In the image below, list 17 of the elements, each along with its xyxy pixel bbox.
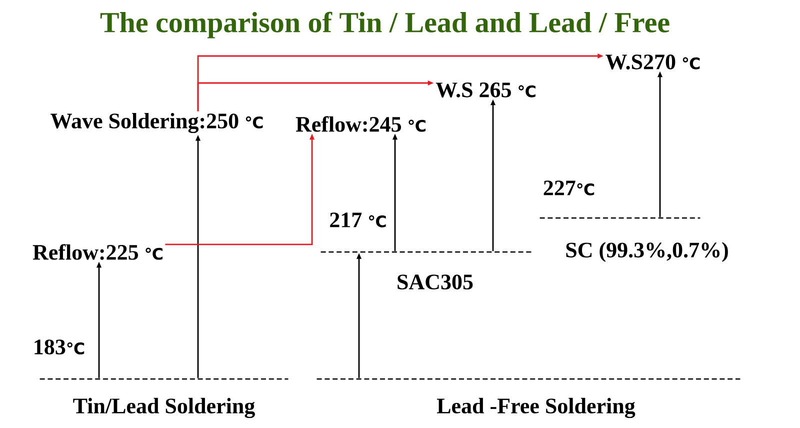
category-label: Lead -Free Soldering (436, 398, 636, 418)
temperature-label: W.S 265 ℃ (436, 82, 536, 98)
temperature-label: Reflow:225 ℃ (32, 244, 162, 260)
temperature-label: Reflow:245 ℃ (296, 116, 426, 132)
dashed-line (316, 378, 740, 380)
alloy-label: SAC305 (398, 274, 473, 290)
title: The comparison of Tin / Lead and Lead / Free (100, 12, 670, 38)
temperature-label: 217 ℃ (330, 212, 386, 228)
temperature-label: 227℃ (544, 180, 594, 196)
temperature-label: W.S270 ℃ (606, 54, 700, 70)
temperature-label: 183℃ (34, 340, 84, 354)
dashed-line (40, 378, 288, 380)
temperature-label: Wave Soldering:250 ℃ (50, 112, 263, 134)
alloy-label: SC (99.3%,0.7%) (566, 242, 728, 262)
dashed-line (540, 217, 700, 219)
category-label: Tin/Lead Soldering (73, 398, 255, 418)
dashed-line (320, 251, 532, 253)
